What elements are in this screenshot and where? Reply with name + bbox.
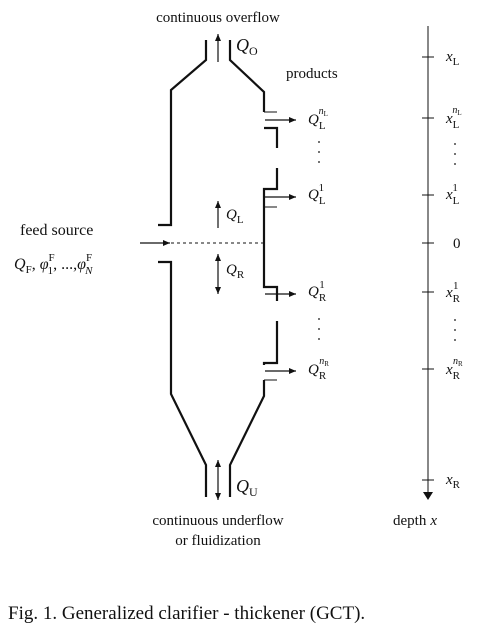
axis-label-xL1: xL1 [445, 182, 460, 207]
products-label: products [286, 66, 338, 82]
axis-label-xLn: xLnL [445, 105, 462, 131]
axis-label-xL: xL [445, 49, 460, 68]
right-wall-seg-3 [262, 275, 279, 301]
vessel-outline [158, 40, 279, 497]
ellipsis-dots [318, 141, 456, 341]
axis-label-zero: 0 [453, 236, 461, 252]
right-wall-seg-1 [264, 126, 279, 148]
q-underflow-label: QU [236, 476, 258, 499]
outlet-lips [264, 111, 277, 381]
axis-label-xR1: xR1 [445, 280, 461, 305]
depth-axis [422, 26, 434, 500]
overflow-label: continuous overflow [156, 10, 280, 26]
underflow-label-2: or fluidization [175, 533, 261, 549]
q-overflow-label: QO [236, 35, 258, 58]
vessel-top-left-wall [158, 40, 208, 227]
outlet-label-Rn: QRnR [308, 356, 329, 382]
qR-label: QR [226, 262, 245, 281]
axis-label-xR: xR [445, 472, 461, 491]
axis-label-xRn: xRnR [445, 356, 463, 382]
vessel-bottom-right-wall [228, 380, 266, 497]
figure-caption: Fig. 1. Generalized clarifier - thickene… [8, 603, 366, 624]
qL-label: QL [226, 207, 244, 226]
gct-diagram: continuous overflow QO products feed sou… [14, 10, 463, 549]
outlet-label-Ln: QLnL [308, 106, 328, 132]
right-wall-seg-4 [262, 321, 279, 365]
right-wall-seg-2 [262, 168, 279, 207]
outlet-label-L1: QL1 [308, 182, 326, 207]
flow-arrows [140, 34, 296, 500]
outlet-label-R1: QR1 [308, 279, 327, 304]
feed-source-label: feed source [20, 222, 93, 239]
vessel-bottom-left-wall [158, 260, 208, 497]
vessel-top-right-wall [228, 40, 266, 112]
underflow-label-1: continuous underflow [152, 513, 283, 529]
